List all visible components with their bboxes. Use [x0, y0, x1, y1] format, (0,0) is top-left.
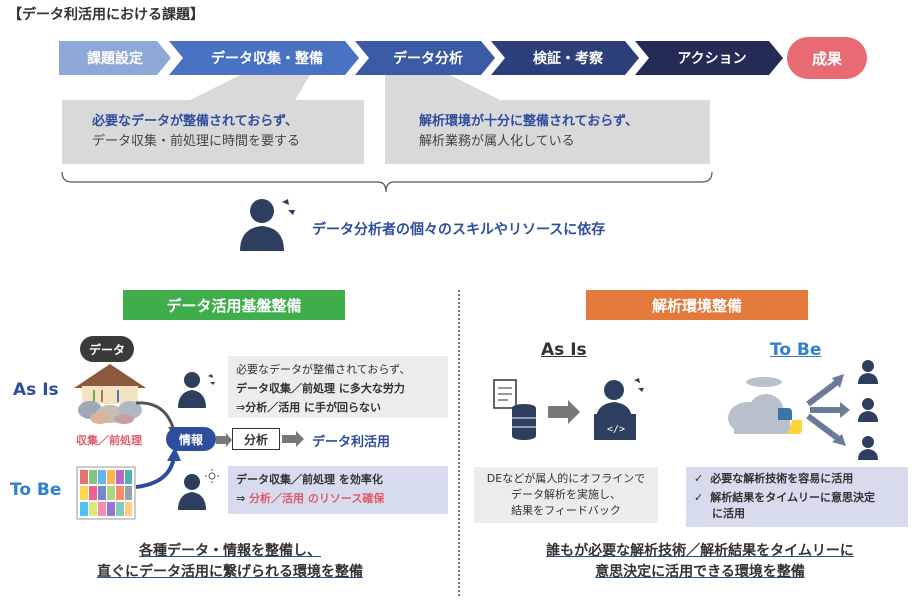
data-bubble: データ	[80, 336, 134, 362]
process-step-label: データ収集・整備	[211, 51, 323, 67]
right-section-title: 解析環境整備	[586, 290, 808, 320]
process-step-1: 課題設定	[59, 41, 171, 75]
result-badge: 成果	[787, 37, 867, 79]
organized-data-shelf-icon	[76, 466, 136, 520]
check-icon: ✓	[694, 472, 704, 485]
left-as-is-box: 必要なデータが整備されておらず、 データ収集／前処理 に多大な労力 ⇒分析／活用…	[228, 356, 448, 418]
callout-pointers	[61, 75, 713, 193]
data-bubble-label: データ	[88, 342, 125, 357]
process-step-label: 検証・考察	[533, 51, 603, 67]
process-step-label: アクション	[677, 51, 747, 67]
right-as-is-box: DEなどが属人的にオフラインで データ解析を実施し、 結果をフィードバック	[474, 467, 658, 523]
messy-data-house-icon	[74, 364, 146, 424]
right-to-be-box: ✓ 必要な解析技術を容易に活用 ✓ 解析結果をタイムリーに意思決定 に活用	[686, 467, 908, 527]
dependency-statement: データ分析者の個々のスキルやリソースに依存	[312, 222, 606, 238]
box-line: 結果をフィードバック	[511, 504, 621, 517]
process-step-3: データ分析	[355, 41, 495, 75]
check-icon: ✓	[694, 491, 704, 504]
process-step-label: データ分析	[393, 51, 463, 67]
left-to-be-box: データ収集／前処理 を効率化 ⇒ 分析／活用 のリソース確保	[228, 466, 448, 514]
collect-preprocess-label: 収集／前処理	[76, 434, 142, 447]
box-line: DEなどが属人的にオフラインで	[486, 472, 646, 485]
process-step-label: 課題設定	[87, 51, 143, 67]
arrow-right-icon	[216, 433, 232, 447]
offline-analysis-illustration: </>	[493, 378, 644, 440]
process-step-2: データ収集・整備	[169, 41, 359, 75]
issue-highlight: 必要なデータが整備されておらず、	[92, 114, 299, 129]
box-line: ⇒分析／活用 に手が回らない	[236, 401, 382, 414]
svg-text:</>: </>	[607, 424, 625, 435]
box-prefix: ⇒	[236, 492, 250, 505]
box-line: 必要な解析技術を容易に活用	[710, 472, 854, 485]
issue-text: 解析業務が属人化している	[419, 134, 575, 149]
analysis-label: 分析	[243, 432, 268, 447]
box-line: データ収集／前処理 に多大な労力	[236, 382, 405, 395]
summary-line: 意思決定に活用できる環境を整備	[595, 564, 805, 580]
arrow-right-icon	[282, 431, 304, 447]
issue-box-data: 必要なデータが整備されておらず、 データ収集・前処理に時間を要する	[62, 100, 364, 164]
box-line: データ収集／前処理 を効率化	[236, 473, 383, 486]
info-label: 情報	[178, 432, 203, 447]
box-line: 解析結果をタイムリーに意思決定	[710, 491, 875, 504]
process-step-4: 検証・考察	[491, 41, 639, 75]
happy-person-icon	[178, 469, 219, 510]
data-usage-label: データ利活用	[312, 435, 391, 450]
right-to-be-label: To Be	[770, 340, 822, 360]
page-title: 【データ利活用における課題】	[8, 7, 204, 23]
analysis-box: 分析	[232, 428, 280, 450]
right-summary: 誰もが必要な解析技術／解析結果をタイムリーに 意思決定に活用できる環境を整備	[490, 541, 910, 583]
box-highlight: 分析／活用 のリソース確保	[249, 492, 385, 505]
summary-line: 誰もが必要な解析技術／解析結果をタイムリーに	[546, 543, 854, 559]
summary-line: 直ぐにデータ活用に繋げられる環境を整備	[97, 564, 363, 580]
section-divider	[458, 290, 460, 596]
left-to-be-label: To Be	[10, 480, 62, 500]
box-line: データ解析を実施し、	[511, 488, 621, 501]
issue-text: データ収集・前処理に時間を要する	[92, 134, 301, 149]
person-icon	[240, 199, 295, 251]
worried-person-icon	[178, 372, 215, 408]
left-as-is-label: As Is	[13, 380, 59, 400]
issue-highlight: 解析環境が十分に整備されておらず、	[419, 114, 639, 129]
issue-box-analysis: 解析環境が十分に整備されておらず、 解析業務が属人化している	[385, 100, 710, 164]
right-as-is-label: As Is	[541, 340, 587, 360]
left-section-title: データ活用基盤整備	[123, 290, 345, 320]
left-summary: 各種データ・情報を整備し、 直ぐにデータ活用に繋げられる環境を整備	[40, 541, 420, 583]
process-step-5: アクション	[635, 41, 783, 75]
info-bubble: 情報	[166, 427, 216, 451]
box-line: に活用	[712, 507, 745, 520]
cloud-analysis-illustration	[728, 360, 878, 460]
summary-line: 各種データ・情報を整備し、	[139, 543, 321, 559]
box-line: 必要なデータが整備されておらず、	[236, 363, 411, 376]
